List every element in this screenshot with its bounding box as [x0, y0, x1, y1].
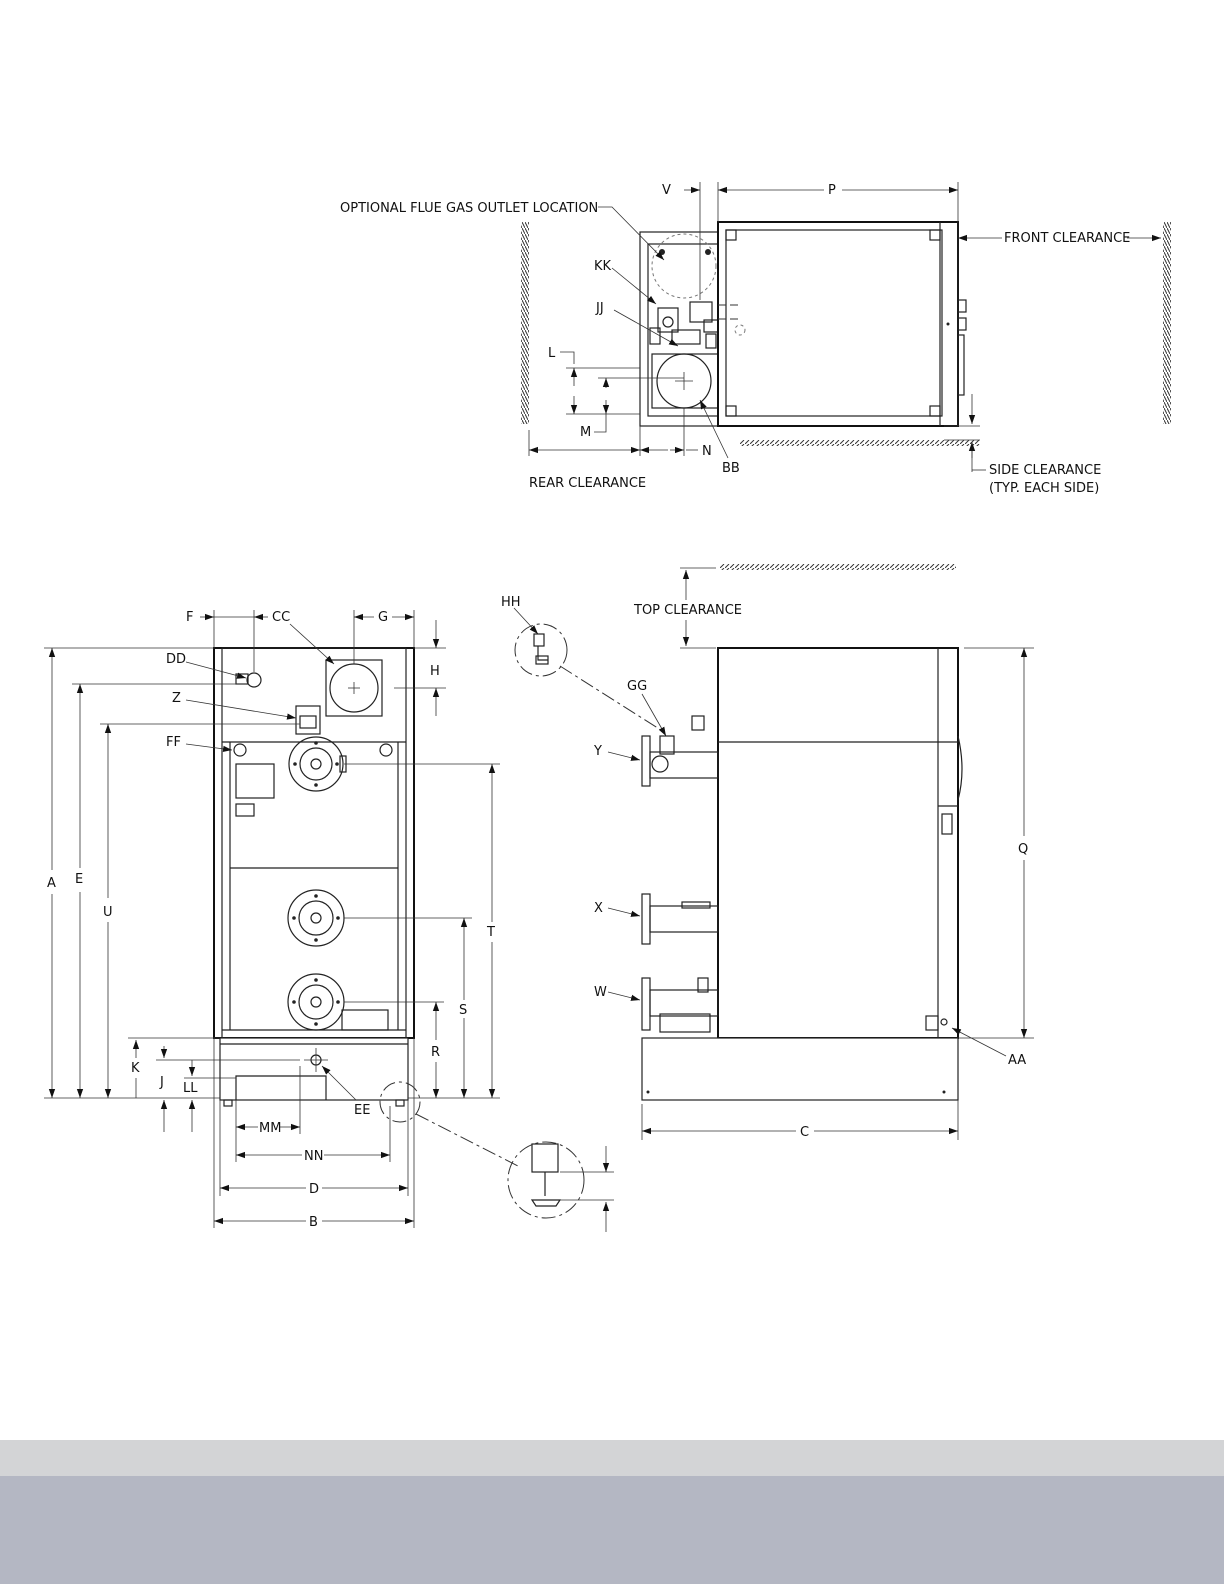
dim-c-label: C	[800, 1125, 809, 1140]
conn-ff-label: FF	[166, 735, 181, 750]
dim-nn-label: NN	[304, 1149, 323, 1164]
dim-r-label: R	[431, 1045, 440, 1060]
conn-kk-label: KK	[594, 259, 612, 274]
front-elevation-view: F G H CC DD Z FF A E U	[44, 610, 614, 1232]
conn-gg-label: GG	[627, 679, 647, 694]
dim-mm-label: MM	[259, 1121, 281, 1136]
top-wall-hatch	[720, 564, 956, 570]
side-clearance-note: (TYP. EACH SIDE)	[989, 481, 1099, 496]
dim-h-label: H	[430, 664, 440, 679]
dim-g-label: G	[378, 610, 388, 625]
dim-e-label: E	[75, 872, 83, 887]
side-clearance-callout: SIDE CLEARANCE	[989, 463, 1101, 478]
conn-bb-label: BB	[722, 461, 740, 476]
conn-hh-label: HH	[501, 595, 521, 610]
rear-wall-hatch	[521, 222, 529, 424]
dim-s-label: S	[459, 1003, 467, 1018]
front-clearance-callout: FRONT CLEARANCE	[1004, 231, 1130, 246]
conn-aa-label: AA	[1008, 1053, 1026, 1068]
dim-f-label: F	[186, 610, 193, 625]
dim-q-label: Q	[1018, 842, 1028, 857]
conn-y-label: Y	[593, 744, 602, 759]
top-plan-view: V P OPTIONAL FLUE GAS OUTLET LOCATION FR…	[340, 182, 1171, 496]
footer-band-light	[0, 1440, 1224, 1476]
footer-band-dark	[0, 1476, 1224, 1584]
dim-p-label: P	[828, 183, 836, 198]
dim-a-label: A	[47, 876, 56, 891]
conn-ee-label: EE	[354, 1103, 370, 1118]
conn-cc-label: CC	[272, 610, 290, 625]
dim-v-label: V	[662, 183, 671, 198]
flue-gas-outlet-callout: OPTIONAL FLUE GAS OUTLET LOCATION	[340, 201, 598, 216]
conn-z-label: Z	[172, 691, 181, 706]
dim-k-label: K	[131, 1061, 140, 1076]
dim-d-label: D	[309, 1182, 319, 1197]
conn-w-label: W	[594, 985, 607, 1000]
dim-b-label: B	[309, 1215, 318, 1230]
conn-x-label: X	[594, 901, 603, 916]
dim-m-label: M	[580, 425, 591, 440]
dim-j-label: J	[159, 1075, 164, 1090]
side-elevation-view: TOP CLEARANCE HH	[501, 564, 1034, 1140]
dim-l-label: L	[548, 346, 556, 361]
top-clearance-callout: TOP CLEARANCE	[633, 603, 742, 618]
dim-t-label: T	[486, 925, 495, 940]
dim-u-label: U	[103, 905, 113, 920]
side-wall-hatch	[740, 440, 980, 446]
boiler-dimension-drawing: V P OPTIONAL FLUE GAS OUTLET LOCATION FR…	[0, 0, 1224, 1440]
conn-dd-label: DD	[166, 652, 186, 667]
rear-clearance-callout: REAR CLEARANCE	[529, 476, 646, 491]
dim-ll-label: LL	[183, 1081, 198, 1096]
conn-jj-label: JJ	[595, 301, 604, 316]
front-wall-hatch	[1163, 222, 1171, 424]
dim-n-label: N	[702, 444, 712, 459]
